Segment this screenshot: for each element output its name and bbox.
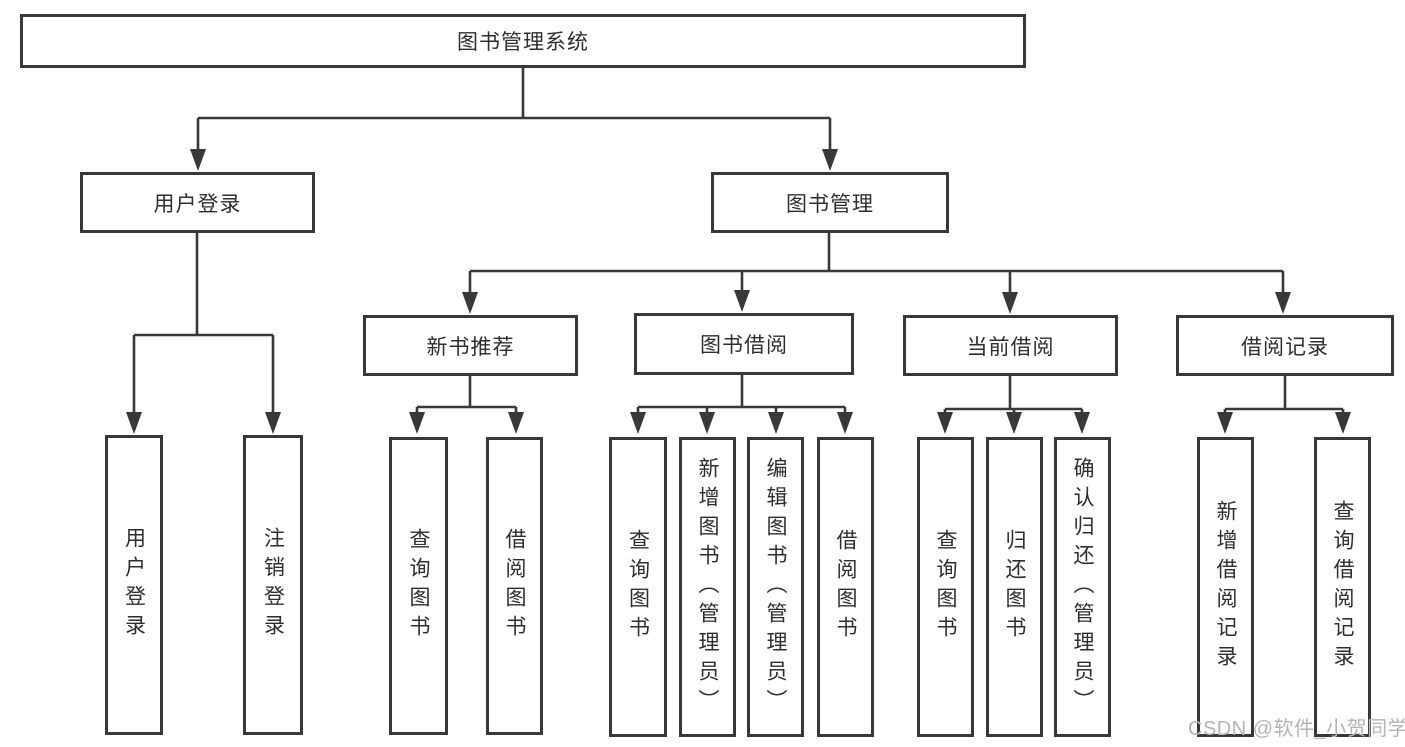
leaf-recommend-query-books-label: 查询图书 xyxy=(407,528,430,644)
node-user-login: 用户登录 xyxy=(80,172,315,233)
leaf-current-confirm-return-admin: 确认归还（管理员） xyxy=(1054,437,1111,737)
leaf-current-return-books: 归还图书 xyxy=(986,437,1043,737)
node-book-management: 图书管理 xyxy=(711,172,949,233)
leaf-recommend-borrow-books: 借阅图书 xyxy=(486,437,543,735)
leaf-recommend-query-books: 查询图书 xyxy=(389,437,448,735)
leaf-records-query-record-label: 查询借阅记录 xyxy=(1331,500,1354,674)
arrowheads xyxy=(126,149,1351,434)
leaf-records-add-record: 新增借阅记录 xyxy=(1197,437,1254,737)
leaf-borrowing-edit-books-admin: 编辑图书（管理员） xyxy=(747,437,804,737)
leaf-logout: 注销登录 xyxy=(243,435,303,735)
leaf-borrowing-borrow-books-label: 借阅图书 xyxy=(834,529,857,645)
leaf-current-query-books-label: 查询图书 xyxy=(934,529,957,645)
node-user-login-label: 用户登录 xyxy=(153,192,242,216)
node-book-management-label: 图书管理 xyxy=(786,192,874,216)
leaf-recommend-borrow-books-label: 借阅图书 xyxy=(503,528,526,644)
leaf-current-return-books-label: 归还图书 xyxy=(1003,529,1026,645)
leaf-borrowing-query-books: 查询图书 xyxy=(609,437,667,737)
node-new-book-recommendation: 新书推荐 xyxy=(363,315,578,376)
node-root-label: 图书管理系统 xyxy=(457,31,589,54)
leaf-borrowing-query-books-label: 查询图书 xyxy=(626,529,650,645)
leaf-borrowing-add-books-admin-label: 新增图书（管理员） xyxy=(696,456,719,718)
leaf-borrowing-edit-books-admin-label: 编辑图书（管理员） xyxy=(764,456,787,718)
node-current-borrowing: 当前借阅 xyxy=(903,315,1118,376)
leaf-current-query-books: 查询图书 xyxy=(917,437,974,737)
leaf-user-login: 用户登录 xyxy=(105,435,163,735)
node-borrowing-records: 借阅记录 xyxy=(1176,315,1394,376)
leaf-logout-label: 注销登录 xyxy=(261,527,285,643)
csdn-watermark: CSDN @软件_小贺同学 xyxy=(1188,718,1405,740)
node-book-borrowing-label: 图书借阅 xyxy=(700,334,788,357)
node-new-book-recommendation-label: 新书推荐 xyxy=(426,335,515,359)
node-root: 图书管理系统 xyxy=(20,14,1026,68)
leaf-user-login-label: 用户登录 xyxy=(122,527,146,643)
leaf-records-query-record: 查询借阅记录 xyxy=(1314,437,1371,737)
leaf-borrowing-add-books-admin: 新增图书（管理员） xyxy=(679,437,736,737)
leaf-borrowing-borrow-books: 借阅图书 xyxy=(817,437,874,737)
node-borrowing-records-label: 借阅记录 xyxy=(1241,335,1329,359)
leaf-records-add-record-label: 新增借阅记录 xyxy=(1214,500,1237,674)
node-book-borrowing: 图书借阅 xyxy=(634,313,854,375)
leaf-current-confirm-return-admin-label: 确认归还（管理员） xyxy=(1071,456,1094,718)
node-current-borrowing-label: 当前借阅 xyxy=(966,335,1055,359)
